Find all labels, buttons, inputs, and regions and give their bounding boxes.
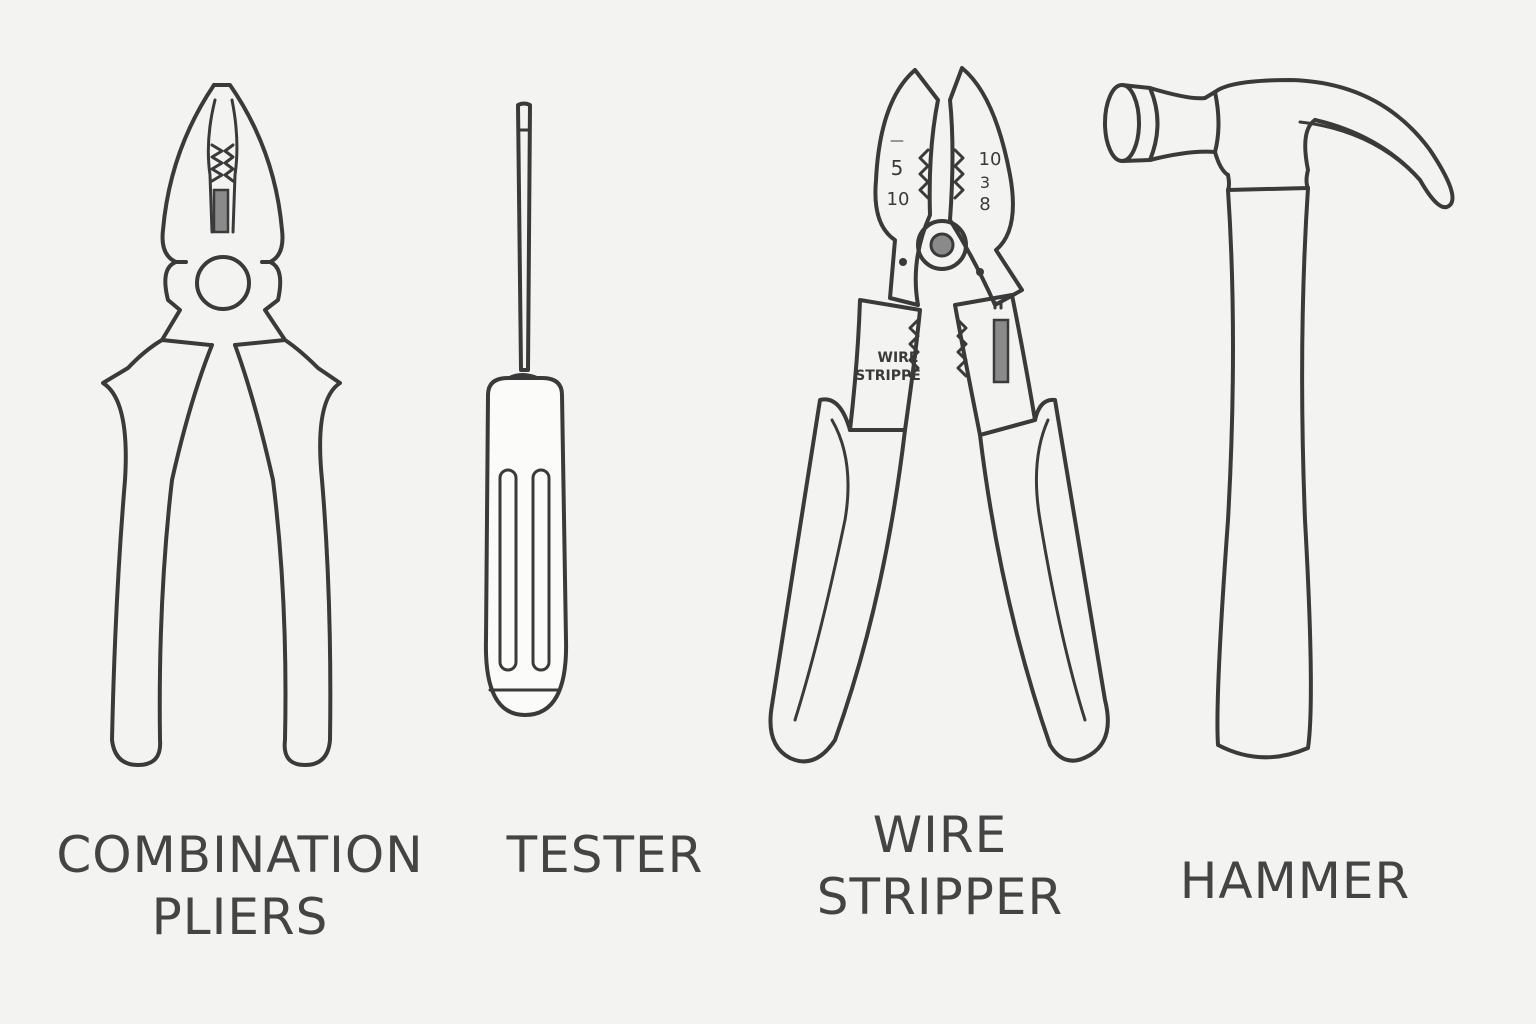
combination-pliers-label: COMBINATION PLIERS xyxy=(40,824,440,948)
wire-stripper-illustration: — 5 10 10 3 8 WIRE STRIPPE xyxy=(768,66,1110,764)
gauge-right-0: 10 xyxy=(979,149,1002,170)
gauge-left-1: 5 xyxy=(891,156,904,180)
gauge-left-0: — xyxy=(890,133,904,149)
hammer-illustration xyxy=(1103,78,1455,760)
tester-label-line1: TESTER xyxy=(506,826,704,884)
hammer-label: HAMMER xyxy=(1140,850,1450,912)
wire-stripper-label: WIRE STRIPPER xyxy=(780,804,1100,928)
combination-pliers-label-line2: PLIERS xyxy=(151,888,329,946)
combination-pliers-label-line1: COMBINATION xyxy=(56,826,424,884)
gauge-right-2: 8 xyxy=(979,194,990,215)
handle-text-line2: STRIPPE xyxy=(855,368,921,384)
wire-stripper-label-line1: WIRE xyxy=(872,806,1008,864)
gauge-left-2: 10 xyxy=(887,189,910,210)
hammer-label-line1: HAMMER xyxy=(1179,852,1411,910)
handle-text-line1: WIRE xyxy=(878,350,919,366)
tester-illustration xyxy=(483,101,569,717)
tester-label: TESTER xyxy=(470,824,740,886)
gauge-right-1: 3 xyxy=(980,173,990,192)
wire-stripper-label-line2: STRIPPER xyxy=(816,868,1064,926)
combination-pliers-illustration xyxy=(101,83,342,767)
